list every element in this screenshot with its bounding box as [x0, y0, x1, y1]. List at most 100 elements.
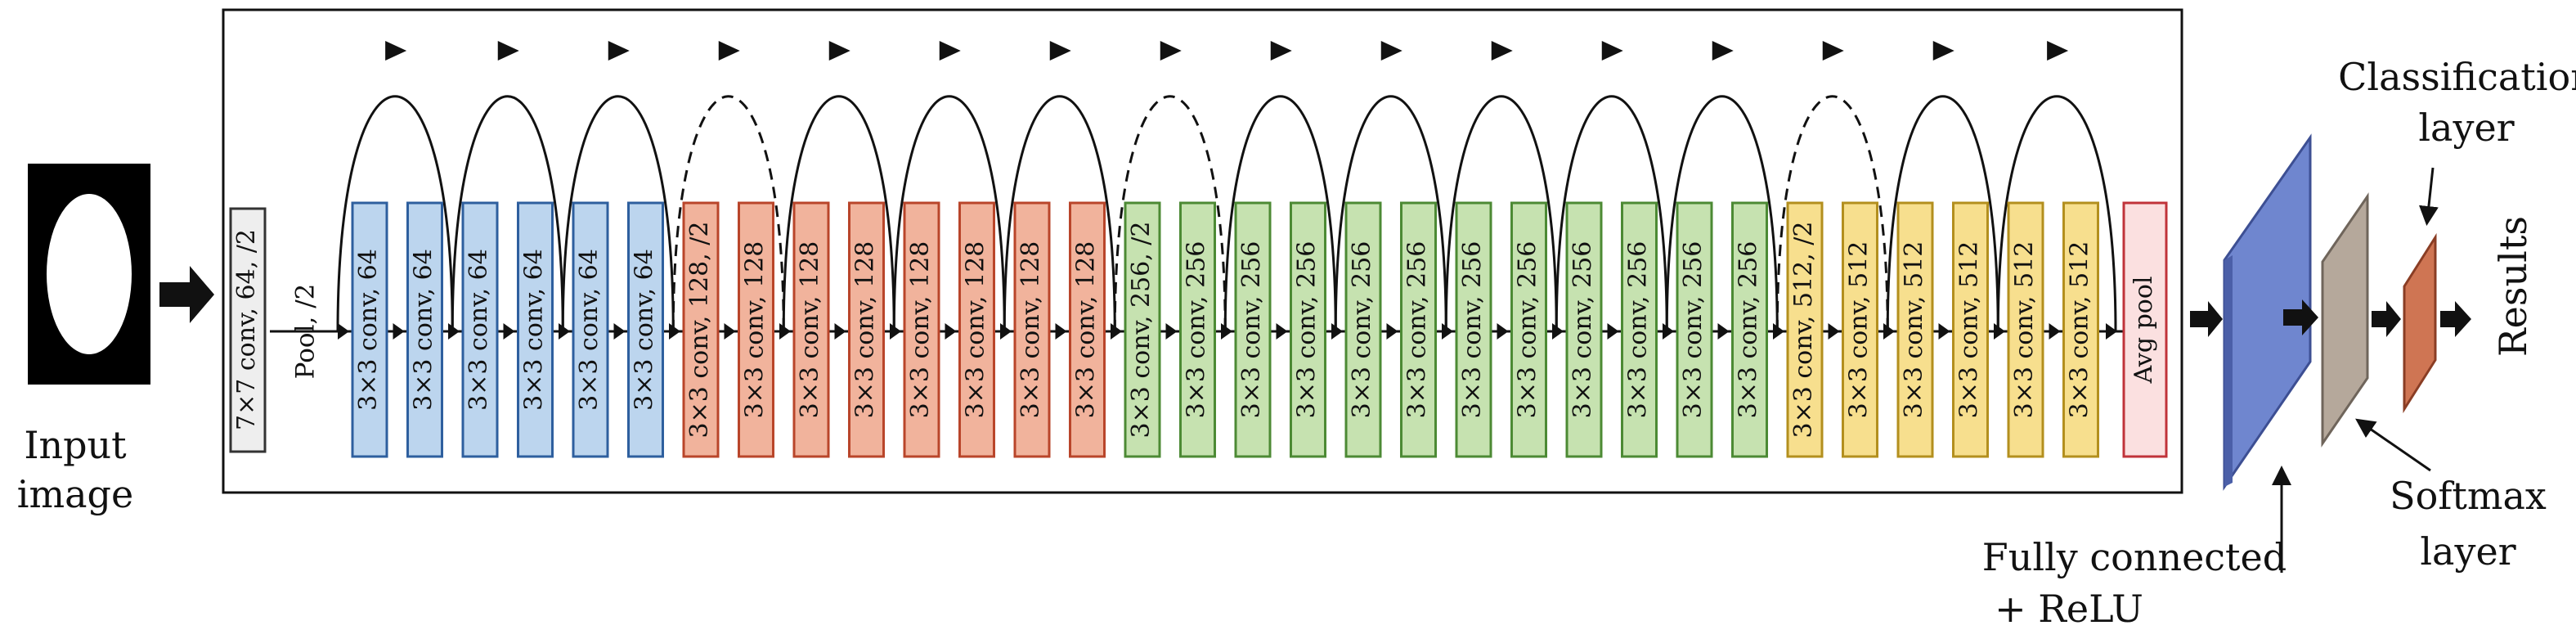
flow-arrowhead — [779, 323, 791, 340]
conv-block — [1234, 201, 1272, 458]
flow-arrowhead — [1276, 323, 1288, 340]
skip-arrowhead — [1932, 41, 1954, 61]
flow-arrowhead — [1717, 323, 1730, 340]
conv-block-label: 3×3 conv, 64 — [520, 249, 549, 411]
flow-arrowhead — [2049, 323, 2061, 340]
skip-connection — [892, 95, 1006, 332]
conv-block-label: 3×3 conv, 128 — [851, 241, 880, 419]
conv-block — [792, 201, 830, 458]
conv-block-label: 3×3 conv, 256 — [1735, 241, 1763, 419]
conv-block — [958, 201, 995, 458]
conv-block — [1842, 201, 1878, 458]
head-arrow-icon-1 — [2190, 301, 2223, 337]
conv-block — [1344, 201, 1382, 458]
skip-connection — [1886, 95, 1999, 332]
flow-arrowhead — [890, 323, 901, 340]
conv-block-label: 3×3 conv, 256 — [1568, 241, 1597, 419]
flow-arrowhead — [613, 323, 626, 340]
flow-arrowhead — [448, 323, 460, 340]
input-label-line2: image — [17, 472, 133, 516]
conv-block-label: 3×3 conv, 512 — [2066, 241, 2094, 419]
stem-conv-block: 7×7 conv, 64, /2 — [229, 207, 267, 453]
flow-arrowhead — [945, 323, 957, 340]
skip-arrowhead — [385, 41, 407, 61]
conv-block-label: 3×3 conv, 256, /2 — [1127, 221, 1156, 438]
fully-connected-layer-edge — [2224, 255, 2233, 487]
conv-block-label: 3×3 conv, 64 — [464, 249, 493, 411]
conv-block — [1510, 201, 1547, 458]
skip-connection — [451, 95, 564, 332]
fc-label-line2: + ReLU — [1995, 587, 2143, 631]
flow-arrowhead — [834, 323, 846, 340]
softmax-pointer-line — [2355, 418, 2431, 472]
skip-arrowhead — [1822, 41, 1844, 61]
skip-arrowhead — [497, 41, 519, 61]
conv-block-label: 3×3 conv, 256 — [1624, 241, 1653, 419]
input-arrow-icon — [159, 266, 214, 323]
conv-block-label: 3×3 conv, 256 — [1403, 241, 1432, 419]
conv-block-label: 3×3 conv, 128 — [796, 241, 824, 419]
conv-block-label: 3×3 conv, 64 — [410, 249, 438, 411]
skip-connection — [1996, 95, 2117, 332]
classification-label-line1: Classification — [2338, 55, 2576, 99]
conv-block — [1124, 201, 1161, 458]
classification-pointer-line — [2418, 167, 2439, 226]
skip-connection — [336, 95, 454, 332]
flow-arrowhead — [1663, 323, 1674, 340]
skip-connection — [1223, 95, 1337, 332]
classification-label-line2: layer — [2418, 106, 2514, 150]
classification-layer — [2403, 232, 2437, 414]
conv-block-label: 3×3 conv, 256 — [1237, 241, 1266, 419]
fc-label-line1: Fully connected — [1982, 535, 2287, 579]
conv-block-label: 3×3 conv, 128 — [962, 241, 990, 419]
flow-arrowhead — [338, 323, 349, 340]
conv-block — [2007, 201, 2044, 458]
skip-arrowhead — [718, 41, 740, 61]
conv-block — [1676, 201, 1713, 458]
skip-arrowhead — [1712, 41, 1734, 61]
input-label-line1: Input — [24, 423, 127, 467]
conv-block-label: 3×3 conv, 256 — [1183, 241, 1211, 419]
skip-arrowhead — [1601, 41, 1623, 61]
conv-block — [1290, 201, 1326, 458]
flow-arrowhead — [2106, 323, 2117, 340]
conv-block — [406, 201, 443, 458]
conv-block-label: 3×3 conv, 128 — [741, 241, 770, 419]
head-arrow-icon-4 — [2440, 301, 2471, 337]
skip-arrowhead — [1160, 41, 1182, 61]
avg-pool-block — [2122, 201, 2168, 458]
conv-block — [1455, 201, 1492, 458]
skip-arrowhead — [2047, 41, 2069, 61]
skip-connection — [1775, 95, 1889, 332]
conv-block-label: 3×3 conv, 512 — [2010, 241, 2039, 419]
skip-connection — [1334, 95, 1447, 332]
conv-block — [1896, 201, 1934, 458]
softmax-label-line2: layer — [2420, 529, 2515, 574]
conv-block — [1179, 201, 1216, 458]
softmax-label-line1: Softmax — [2390, 474, 2547, 518]
conv-block — [738, 201, 774, 458]
head-arrow-icon-3 — [2372, 301, 2401, 337]
conv-block-label: 3×3 conv, 256 — [1679, 241, 1708, 419]
conv-block-label: 3×3 conv, 64 — [354, 249, 383, 411]
input-image — [28, 164, 150, 385]
conv-block — [1400, 201, 1437, 458]
conv-block — [2062, 201, 2099, 458]
conv-block-label: 3×3 conv, 512 — [1955, 241, 1984, 419]
skip-connection — [671, 95, 785, 332]
skip-arrowhead — [1049, 41, 1071, 61]
conv-block-label: 3×3 conv, 256 — [1514, 241, 1542, 419]
flow-arrowhead — [1994, 323, 2005, 340]
conv-block — [461, 201, 499, 458]
flow-arrowhead — [1607, 323, 1619, 340]
stem-conv-label: 7×7 conv, 64, /2 — [232, 229, 261, 430]
flow-arrowhead — [503, 323, 515, 340]
network-frame — [222, 8, 2183, 494]
conv-block — [1731, 201, 1768, 458]
flow-arrowhead — [1221, 323, 1232, 340]
skip-arrowhead — [828, 41, 850, 61]
softmax-layer — [2321, 192, 2369, 448]
flow-arrowhead — [1442, 323, 1453, 340]
conv-block-label: 3×3 conv, 256 — [1458, 241, 1487, 419]
avg-pool-label: Avg pool — [2129, 276, 2158, 384]
